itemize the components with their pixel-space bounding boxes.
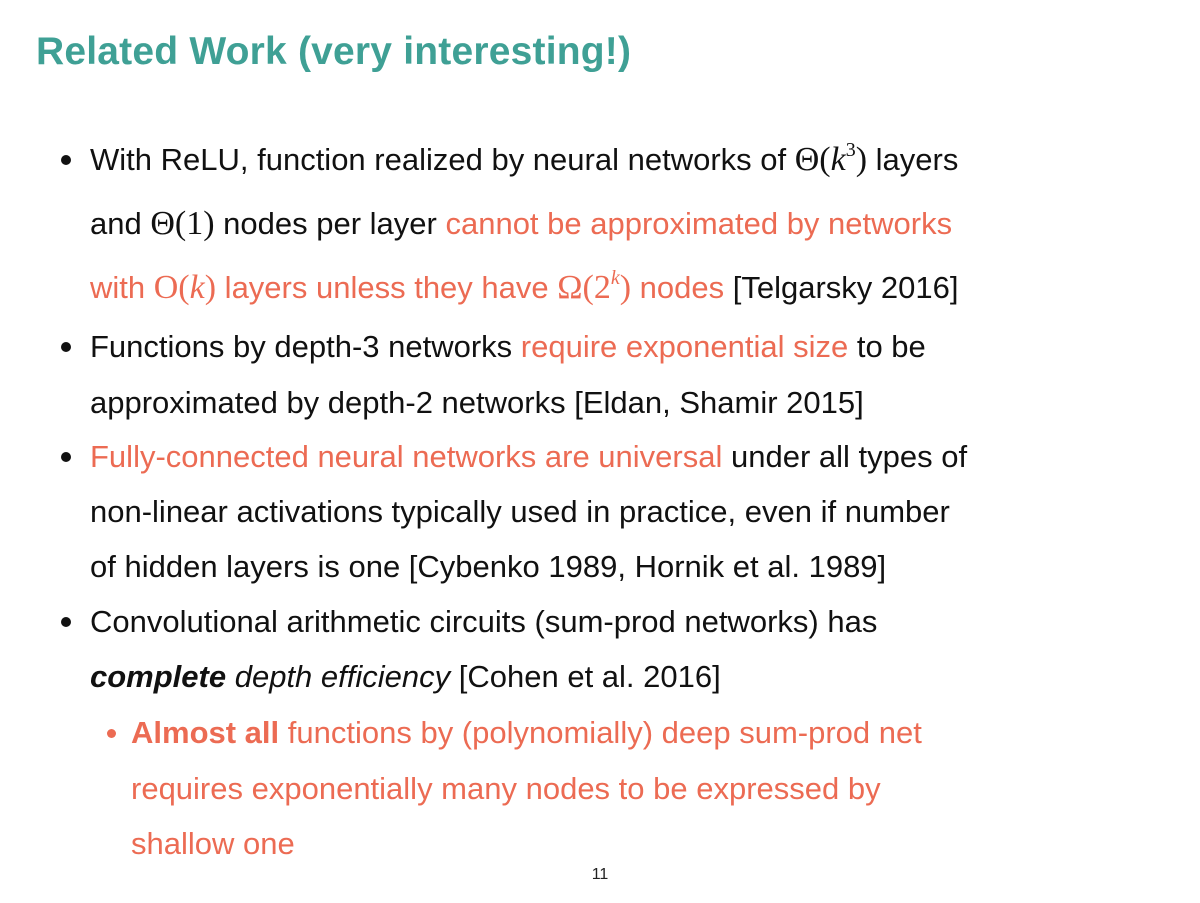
slide-title: Related Work (very interesting!) [36, 30, 632, 73]
sub-bullet-line-2: requires exponentially many nodes to be … [131, 769, 881, 809]
bullet-2-line-1: Functions by depth-3 networks require ex… [90, 327, 926, 367]
math-close: ) [619, 269, 632, 306]
bullet-1-line-3: with O(k) layers unless they have Ω(2k) … [90, 268, 959, 308]
math-text: O( [153, 269, 190, 306]
text: of hidden layers is one [Cybenko 1989, H… [90, 549, 887, 584]
math-theta-1: Θ(1) [150, 205, 215, 242]
math-text: Θ( [794, 141, 831, 178]
math-var: k [189, 269, 205, 306]
bullet-4-line-1: Convolutional arithmetic circuits (sum-p… [90, 602, 877, 642]
highlight-text: requires exponentially many nodes to be … [131, 771, 881, 806]
text: and [90, 206, 151, 241]
text: Convolutional arithmetic circuits (sum-p… [90, 604, 878, 639]
math-big-o: O(k) [154, 269, 216, 306]
citation: [Cohen et al. 2016] [450, 659, 721, 694]
sub-bullet-line-1: Almost all functions by (polynomially) d… [131, 713, 922, 753]
italic-text: depth efficiency [226, 659, 451, 694]
sub-bullet-line-3: shallow one [131, 824, 295, 864]
bullet-4-line-2: complete depth efficiency [Cohen et al. … [90, 657, 721, 697]
page-number: 11 [591, 866, 609, 883]
math-omega: Ω(2k) [557, 267, 632, 306]
math-close: ) [855, 141, 868, 178]
text: to be [848, 329, 926, 364]
text: under all types of [722, 439, 968, 474]
highlight-text: functions by (polynomially) deep sum-pro… [279, 715, 922, 750]
highlight-text: nodes [631, 270, 725, 305]
citation: [Telgarsky 2016] [724, 270, 959, 305]
highlight-text: shallow one [131, 826, 295, 861]
text: non-linear activations typically used in… [90, 494, 950, 529]
bullet-dot-icon [61, 452, 71, 462]
text: Functions by depth-3 networks [90, 329, 521, 364]
text: nodes per layer [214, 206, 446, 241]
highlight-text: layers unless they have [216, 270, 558, 305]
highlight-text: with [90, 270, 154, 305]
math-theta: Θ(k3) [794, 139, 868, 178]
highlight-text: require exponential size [520, 329, 849, 364]
math-sup: 3 [845, 139, 856, 161]
bullet-dot-icon [61, 342, 71, 352]
bullet-dot-icon [61, 617, 71, 627]
text: approximated by depth-2 networks [Eldan,… [90, 385, 864, 420]
math-text: Ω(2 [557, 269, 611, 306]
math-sup: k [610, 267, 620, 289]
text: layers [867, 142, 959, 177]
highlight-text: cannot be approximated by networks [445, 206, 953, 241]
bullet-1-line-1: With ReLU, function realized by neural n… [90, 140, 958, 180]
bullet-3-line-2: non-linear activations typically used in… [90, 492, 950, 532]
sub-bullet-dot-icon [107, 729, 116, 738]
math-var: k [830, 141, 846, 178]
highlight-text: Fully-connected neural networks are univ… [90, 439, 723, 474]
bullet-3-line-3: of hidden layers is one [Cybenko 1989, H… [90, 547, 886, 587]
emphasis-text: complete [90, 659, 227, 694]
bold-highlight-text: Almost all [131, 715, 280, 750]
text: With ReLU, function realized by neural n… [90, 142, 795, 177]
bullet-3-line-1: Fully-connected neural networks are univ… [90, 437, 967, 477]
math-close: ) [204, 269, 217, 306]
bullet-2-line-2: approximated by depth-2 networks [Eldan,… [90, 383, 864, 423]
bullet-1-line-2: and Θ(1) nodes per layer cannot be appro… [90, 204, 952, 244]
bullet-dot-icon [61, 155, 71, 165]
